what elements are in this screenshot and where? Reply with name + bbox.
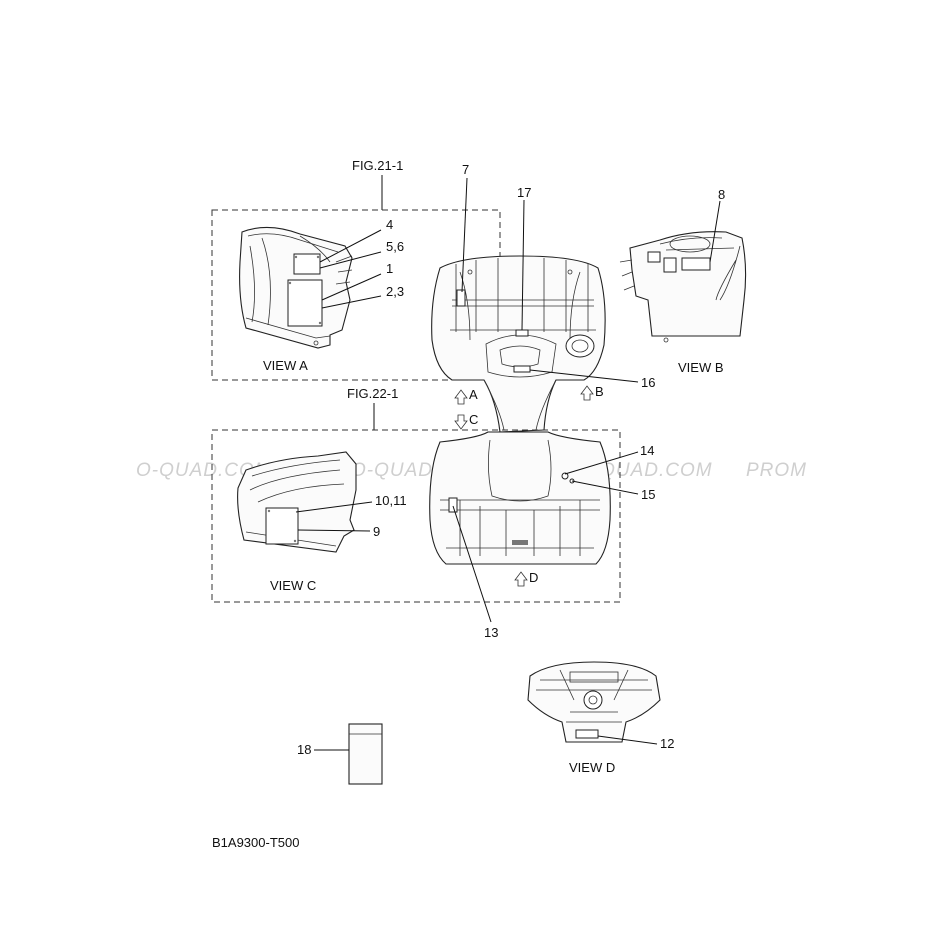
part-18-label-sheet [348, 723, 383, 785]
view-b-label [681, 257, 711, 271]
diagram-code: B1A9300-T500 [212, 835, 299, 850]
callout-14: 14 [640, 443, 654, 458]
callout-7: 7 [462, 162, 469, 177]
front-fender-top-view [431, 255, 606, 433]
view-arrow-a: A [454, 387, 478, 405]
view-c-fender [237, 451, 357, 553]
view-a-label-upper [293, 253, 321, 275]
view-b-fender [619, 231, 747, 343]
view-arrow-b: B [580, 384, 604, 401]
callout-8: 8 [718, 187, 725, 202]
callout-5-6: 5,6 [386, 239, 404, 254]
view-c-frame [211, 429, 621, 603]
view-arrow-b-letter: B [595, 384, 604, 399]
watermark-text-1: O-QUAD.COM [136, 460, 272, 481]
callout-12: 12 [660, 736, 674, 751]
view-a-label-lower [287, 279, 323, 327]
callout-4: 4 [386, 217, 393, 232]
callout-16: 16 [641, 375, 655, 390]
view-c-label [265, 507, 299, 545]
view-d-caption: VIEW D [569, 760, 615, 775]
watermark-text-4: PROM [746, 460, 807, 481]
fig21-reference: FIG.21-1 [352, 158, 403, 173]
callout-18: 18 [297, 742, 311, 757]
view-arrow-d-letter: D [529, 570, 538, 585]
view-a-caption: VIEW A [263, 358, 308, 373]
view-d-label [575, 729, 599, 739]
fig22-reference: FIG.22-1 [347, 386, 398, 401]
view-arrow-a-letter: A [469, 387, 478, 402]
callout-13: 13 [484, 625, 498, 640]
callout-1: 1 [386, 261, 393, 276]
view-arrow-c: C [454, 412, 478, 430]
callout-17: 17 [517, 185, 531, 200]
view-a-frame [211, 209, 501, 381]
callout-9: 9 [373, 524, 380, 539]
callout-10-11: 10,11 [375, 493, 407, 508]
view-arrow-c-letter: C [469, 412, 478, 427]
view-c-caption: VIEW C [270, 578, 316, 593]
callout-2-3: 2,3 [386, 284, 404, 299]
callout-15: 15 [641, 487, 655, 502]
view-b-caption: VIEW B [678, 360, 724, 375]
view-d-rear [527, 661, 661, 743]
view-a-fender [239, 226, 353, 349]
rear-fender-top-view [429, 431, 611, 565]
view-arrow-d: D [514, 570, 538, 587]
